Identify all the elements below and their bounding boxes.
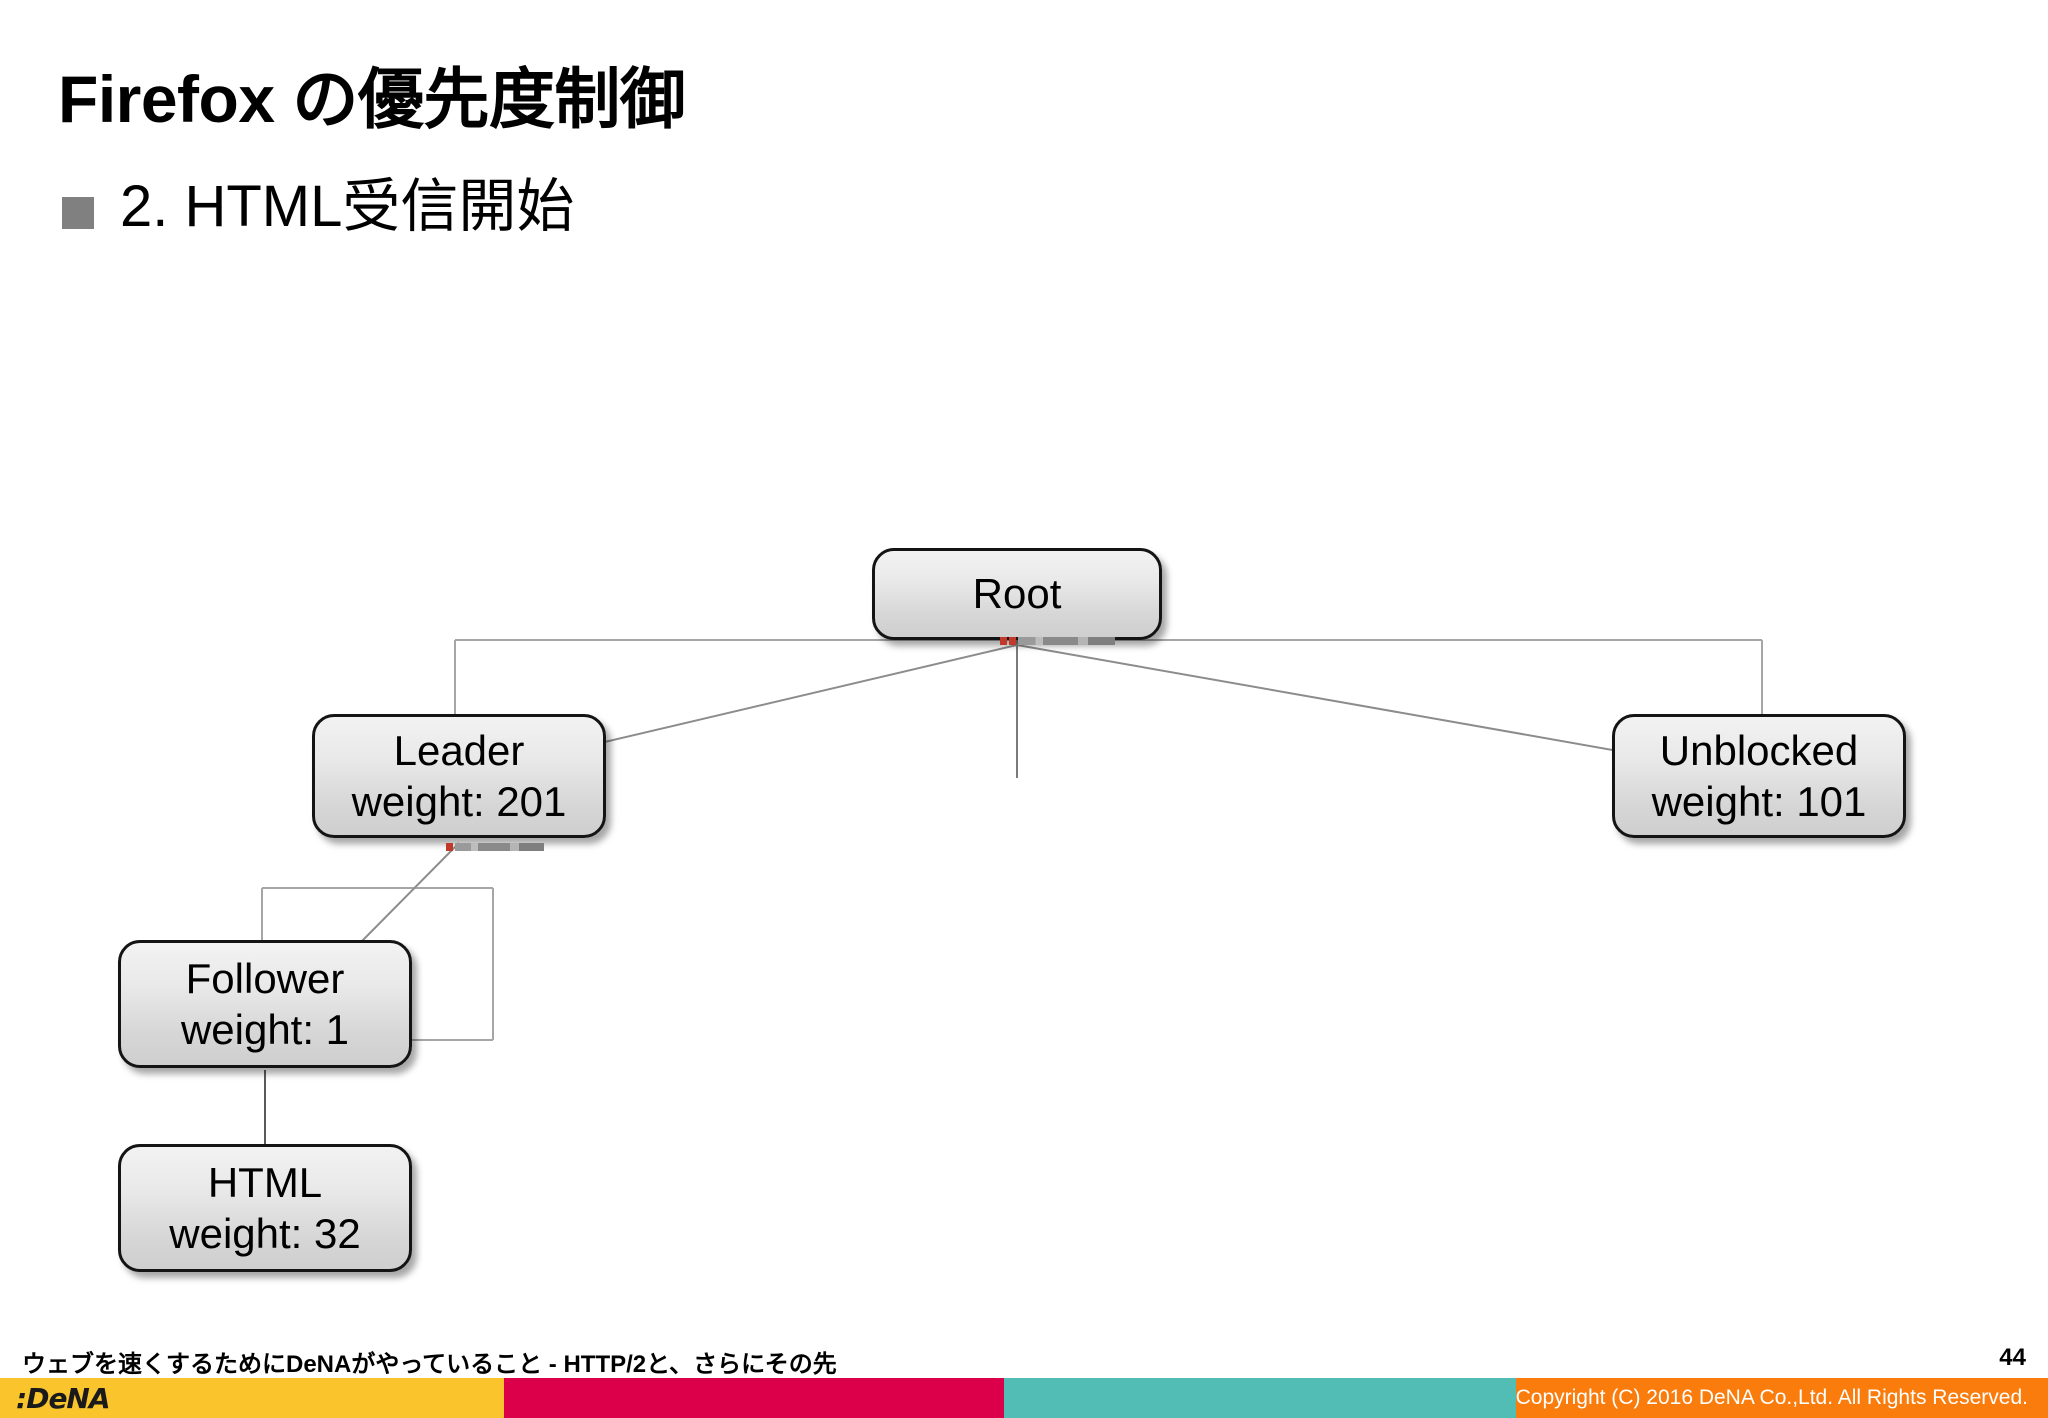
footer-color-bar: :DeNA Copyright (C) 2016 DeNA Co.,Ltd. A… [0, 1378, 2048, 1418]
node-label: Root [972, 570, 1062, 618]
node-label: Follower [185, 954, 345, 1002]
node-weight: weight: 1 [180, 1006, 350, 1053]
copyright-text: Copyright (C) 2016 DeNA Co.,Ltd. All Rig… [1515, 1386, 2028, 1409]
node-label: Unblocked [1659, 726, 1859, 774]
artifact-marker-icon [446, 842, 453, 851]
artifact-microtext [1018, 636, 1115, 645]
node-weight: weight: 32 [169, 1210, 361, 1257]
screenshot-artifact [446, 842, 544, 851]
tree-node-leader[interactable]: Leader weight: 201 [312, 714, 606, 838]
tree-node-root[interactable]: Root [872, 548, 1162, 640]
artifact-marker-icon [1000, 636, 1007, 645]
node-weight: weight: 101 [1651, 778, 1867, 825]
node-weight: weight: 201 [351, 778, 567, 825]
color-bar-yellow: :DeNA [0, 1378, 505, 1418]
screenshot-artifact [1000, 636, 1115, 645]
bullet-text: 2. HTML受信開始 [120, 174, 575, 239]
node-label: Leader [393, 726, 525, 774]
color-bar-teal [1003, 1378, 1516, 1418]
color-bar-crimson [504, 1378, 1004, 1418]
square-bullet-icon [62, 196, 94, 229]
dena-logo: :DeNA [16, 1382, 111, 1415]
color-bar-orange: Copyright (C) 2016 DeNA Co.,Ltd. All Rig… [1515, 1378, 2048, 1418]
page-number: 44 [1999, 1344, 2026, 1371]
tree-node-unblocked[interactable]: Unblocked weight: 101 [1612, 714, 1906, 838]
artifact-marker-icon [1009, 636, 1016, 645]
footer-caption: ウェブを速くするためにDeNAがやっていること - HTTP/2と、さらにその先 [22, 1351, 837, 1378]
node-label: HTML [207, 1158, 323, 1206]
tree-node-html[interactable]: HTML weight: 32 [118, 1144, 412, 1272]
tree-node-follower[interactable]: Follower weight: 1 [118, 940, 412, 1068]
page-title: Firefox の優先度制御 [58, 62, 686, 136]
bullet-row: 2. HTML受信開始 [62, 175, 574, 239]
artifact-microtext [455, 842, 544, 851]
